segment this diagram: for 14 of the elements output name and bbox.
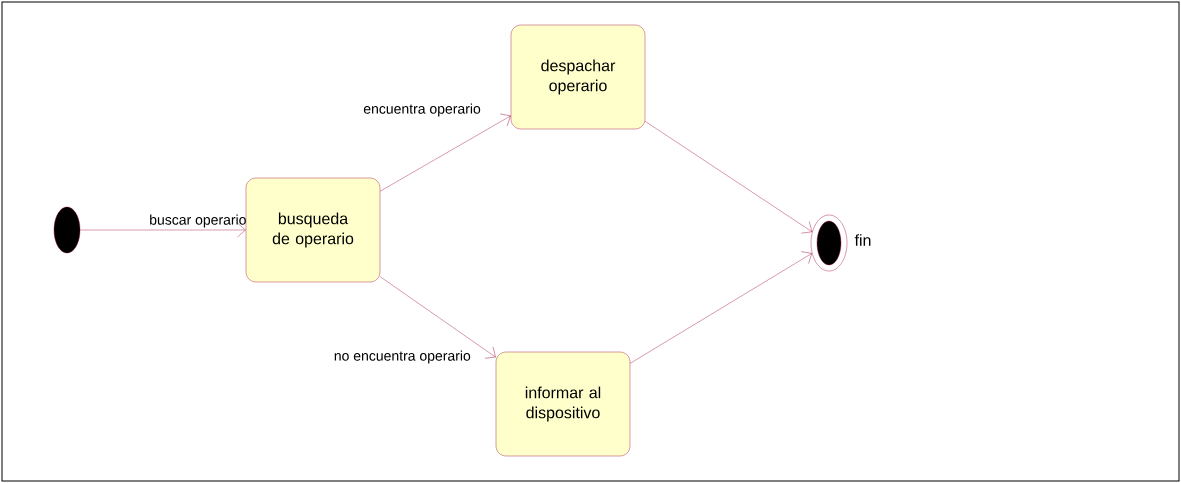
edge-label: no encuentra operario bbox=[334, 350, 471, 364]
state-box: informar al dispositivo bbox=[495, 351, 631, 457]
initial-state-circle bbox=[53, 206, 81, 254]
final-state-circle bbox=[810, 214, 848, 272]
arrow bbox=[630, 251, 812, 364]
arrow bbox=[380, 113, 511, 192]
state-label: fin bbox=[854, 234, 871, 246]
state-box: busqueda de operario bbox=[245, 177, 381, 283]
arrow bbox=[645, 121, 813, 234]
edge-label: encuentra operario bbox=[363, 103, 481, 117]
state-box: despachar operario bbox=[510, 24, 646, 130]
edge-label: buscar operario bbox=[150, 214, 246, 228]
arrow bbox=[80, 222, 246, 238]
arrow bbox=[380, 276, 496, 359]
